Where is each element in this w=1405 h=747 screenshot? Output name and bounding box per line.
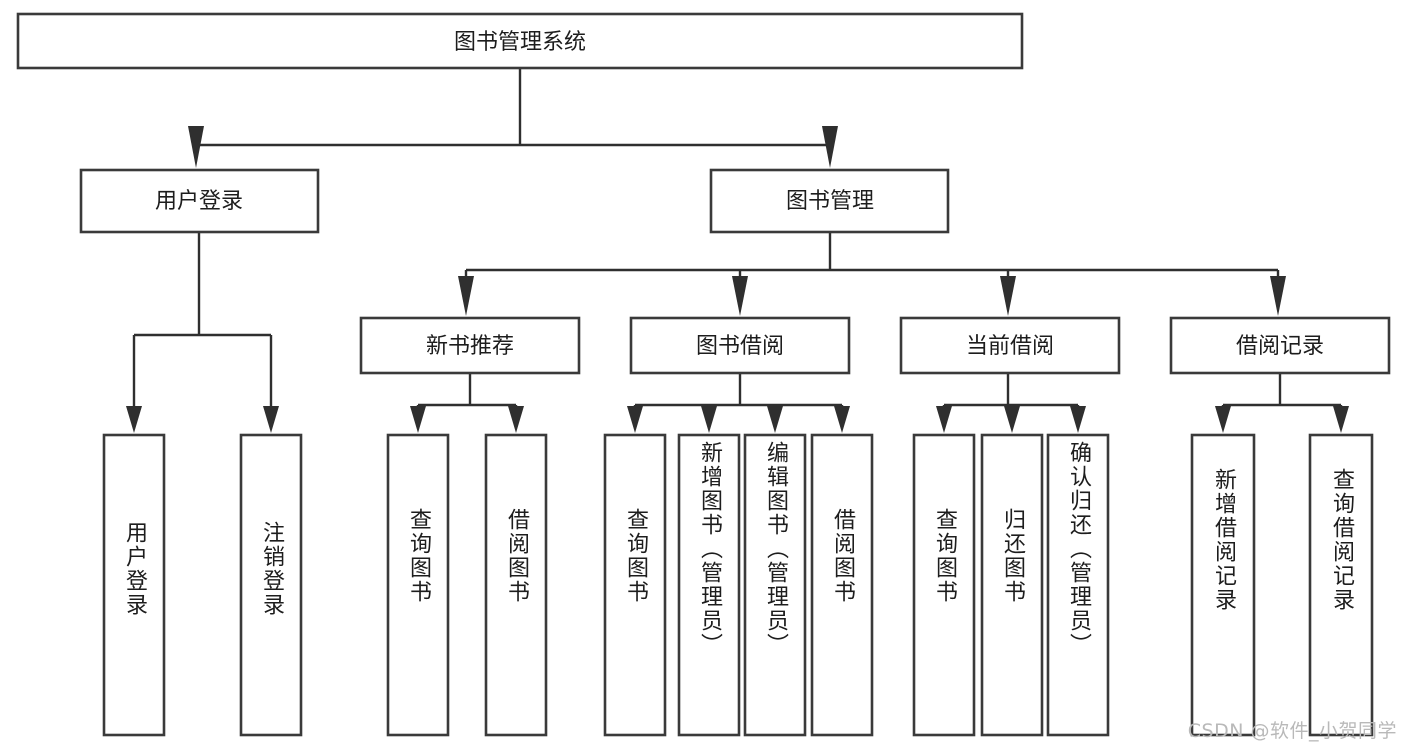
node-box-book-borrow[interactable] (629, 316, 851, 375)
node-label-book-manage: 图书管理 (786, 189, 874, 214)
node-box-query-book-1[interactable] (386, 433, 450, 737)
connector-group-book-manage (464, 232, 1280, 276)
arrow-head-query-book-2 (627, 406, 643, 433)
arrow-head-recommend (458, 276, 474, 316)
node-box-current-borrow[interactable] (899, 316, 1121, 375)
connector-group-user-login (132, 232, 273, 408)
watermark-text: CSDN @软件_小贺同学 (1187, 720, 1397, 742)
connector-group-currentborrow (942, 373, 1080, 408)
node-box-user-logout[interactable] (239, 433, 303, 737)
arrow-head-confirm-return-admin (1070, 406, 1086, 433)
node-label-current-borrow: 当前借阅 (966, 334, 1054, 359)
node-box-query-book-2[interactable] (603, 433, 667, 737)
node-box-add-book-admin[interactable] (677, 433, 741, 737)
node-box-book-manage[interactable] (709, 168, 950, 234)
node-label-root: 图书管理系统 (454, 30, 586, 55)
arrow-head-borrow-book-2 (834, 406, 850, 433)
node-box-user-login[interactable] (79, 168, 320, 234)
arrow-head-book-manage (822, 126, 838, 168)
arrow-head-user-login (188, 126, 204, 168)
node-user-login[interactable]: 用户登录 (79, 168, 320, 234)
arrow-head-user-logout (263, 406, 279, 433)
node-label-borrow-record: 借阅记录 (1236, 334, 1324, 359)
node-label-book-borrow: 图书借阅 (696, 334, 784, 359)
arrow-head-query-book-3 (936, 406, 952, 433)
node-box-add-borrow-record[interactable] (1190, 433, 1256, 737)
node-box-query-borrow-record[interactable] (1308, 433, 1374, 737)
arrow-head-borrow-record (1270, 276, 1286, 316)
node-new-book-recommend[interactable]: 新书推荐 (359, 316, 581, 375)
arrow-head-book-borrow (732, 276, 748, 316)
node-label-user-login: 用户登录 (155, 189, 243, 214)
node-box-return-book[interactable] (980, 433, 1044, 737)
node-box-new-book-recommend[interactable] (359, 316, 581, 375)
node-book-borrow[interactable]: 图书借阅 (629, 316, 851, 375)
arrow-head-group (126, 126, 1349, 433)
connector-group-bookborrow (633, 373, 844, 408)
node-box-query-book-3[interactable] (912, 433, 976, 737)
node-box-borrow-record[interactable] (1169, 316, 1391, 375)
node-box-edit-book-admin[interactable] (743, 433, 807, 737)
connector-group-recommend (416, 373, 518, 408)
arrow-head-user-login-do (126, 406, 142, 433)
arrow-head-add-book-admin (701, 406, 717, 433)
node-borrow-record[interactable]: 借阅记录 (1169, 316, 1391, 375)
arrow-head-query-book-1 (410, 406, 426, 433)
connector-group-root (194, 68, 832, 147)
node-box-borrow-book-1[interactable] (484, 433, 548, 737)
node-label-new-book-recommend: 新书推荐 (426, 334, 514, 359)
node-box-confirm-return-admin[interactable] (1046, 433, 1110, 737)
arrow-head-query-borrow-record (1333, 406, 1349, 433)
arrow-head-return-book (1004, 406, 1020, 433)
leaf-box-group (102, 433, 1374, 737)
arrow-head-add-borrow-record (1215, 406, 1231, 433)
node-box-user-login-do[interactable] (102, 433, 166, 737)
node-current-borrow[interactable]: 当前借阅 (899, 316, 1121, 375)
node-box-borrow-book-2[interactable] (810, 433, 874, 737)
arrow-head-edit-book-admin (767, 406, 783, 433)
connector-group-borrowrecord (1221, 373, 1343, 408)
arrow-head-borrow-book-1 (508, 406, 524, 433)
node-book-manage[interactable]: 图书管理 (709, 168, 950, 234)
node-root[interactable]: 图书管理系统 (16, 12, 1024, 70)
arrow-head-current-borrow (1000, 276, 1016, 316)
node-box-root[interactable] (16, 12, 1024, 70)
